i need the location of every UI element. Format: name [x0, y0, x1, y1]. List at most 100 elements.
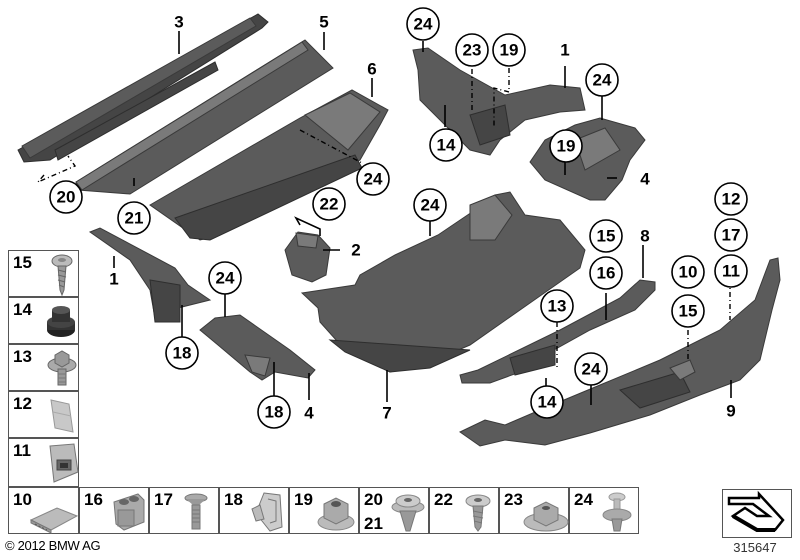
svg-text:17: 17	[722, 226, 741, 245]
svg-text:10: 10	[679, 263, 698, 282]
callout-10: 10	[671, 255, 705, 289]
callout-13: 13	[540, 289, 574, 323]
svg-text:22: 22	[320, 195, 339, 214]
callout-1b: 1	[560, 41, 569, 60]
callout-24e: 24	[585, 63, 619, 97]
part-4-left-duct	[199, 314, 316, 381]
legend-item-18[interactable]: 18	[219, 487, 289, 534]
callout-14a: 14	[429, 128, 463, 162]
callout-15a: 15	[589, 219, 623, 253]
svg-text:2: 2	[351, 241, 360, 260]
part-4-right-tray	[529, 117, 646, 201]
rubber-grommet-icon	[47, 306, 75, 337]
svg-text:4: 4	[640, 170, 650, 189]
legend-item-16[interactable]: 16	[79, 487, 149, 534]
clip-plate-icon	[50, 399, 74, 433]
svg-text:24: 24	[364, 170, 383, 189]
callout-24f: 24	[574, 352, 608, 386]
callout-19a: 19	[492, 33, 526, 67]
legend-item-14[interactable]: 14	[8, 297, 79, 344]
pan-head-screw-icon	[465, 494, 491, 532]
svg-text:15: 15	[679, 302, 698, 321]
svg-text:15: 15	[597, 227, 616, 246]
flange-nut-icon	[523, 501, 569, 532]
legend-item-11[interactable]: 11	[8, 438, 79, 487]
legend-item-15[interactable]: 15	[8, 250, 79, 297]
legend-item-10[interactable]: 10	[8, 487, 79, 534]
callout-24a: 24	[356, 162, 390, 196]
push-rivet-icon	[602, 492, 632, 532]
countersunk-screw-icon	[184, 493, 208, 530]
callout-2: 2	[351, 241, 360, 260]
expanding-rivet-icon	[391, 494, 425, 532]
callout-11: 11	[714, 254, 748, 288]
legend-item-17[interactable]: 17	[149, 487, 219, 534]
svg-text:3: 3	[174, 13, 183, 32]
svg-text:19: 19	[500, 41, 519, 60]
svg-text:8: 8	[640, 227, 649, 246]
callout-8: 8	[640, 227, 649, 246]
leader-lines	[37, 31, 732, 405]
svg-text:18: 18	[173, 344, 192, 363]
callout-1a: 1	[109, 270, 118, 289]
legend-item-20-21[interactable]: 20 21	[359, 487, 429, 534]
svg-text:7: 7	[382, 404, 391, 423]
direction-arrow-icon	[727, 490, 785, 532]
diagram-image-number: 315647	[733, 540, 777, 555]
svg-text:11: 11	[722, 262, 740, 281]
callout-19b: 19	[549, 129, 583, 163]
double-nut-clip-icon	[113, 493, 145, 531]
part-7-underbody-shield	[300, 191, 586, 373]
callout-17: 17	[714, 218, 748, 252]
svg-text:21: 21	[125, 209, 144, 228]
plate-clip-icon	[29, 507, 79, 534]
legend-item-24[interactable]: 24	[569, 487, 639, 534]
callout-6: 6	[367, 60, 376, 79]
callout-24b: 24	[208, 261, 242, 295]
vehicle-orientation-indicator	[722, 489, 792, 538]
part-6-tray	[149, 89, 389, 241]
legend-item-22[interactable]: 22	[429, 487, 499, 534]
legend-item-23[interactable]: 23	[499, 487, 569, 534]
callout-24d: 24	[406, 7, 440, 41]
callout-18b: 18	[257, 395, 291, 429]
svg-text:16: 16	[597, 264, 616, 283]
svg-text:24: 24	[414, 15, 433, 34]
callout-14b: 14	[530, 385, 564, 419]
svg-text:1: 1	[109, 270, 118, 289]
callout-3: 3	[174, 13, 183, 32]
callout-15b: 15	[671, 294, 705, 328]
svg-text:24: 24	[216, 269, 235, 288]
square-nut-clip-icon	[49, 443, 79, 483]
svg-text:4: 4	[304, 404, 314, 423]
svg-text:24: 24	[593, 71, 612, 90]
svg-text:24: 24	[421, 196, 440, 215]
svg-text:19: 19	[557, 137, 576, 156]
svg-text:9: 9	[726, 402, 735, 421]
svg-text:14: 14	[437, 136, 456, 155]
legend-item-12[interactable]: 12	[8, 391, 79, 438]
callout-4b: 4	[640, 170, 650, 189]
svg-text:23: 23	[463, 41, 482, 60]
legend-item-19[interactable]: 19	[289, 487, 359, 534]
svg-text:24: 24	[582, 360, 601, 379]
callout-20: 20	[49, 180, 83, 214]
part-1-right-bracket	[412, 47, 586, 156]
callout-4a: 4	[304, 404, 314, 423]
spring-clip-icon	[251, 492, 283, 532]
svg-text:13: 13	[548, 297, 567, 316]
callout-23: 23	[455, 33, 489, 67]
callout-7: 7	[382, 404, 391, 423]
self-tapping-screw-icon	[51, 254, 73, 296]
legend-item-13[interactable]: 13	[8, 344, 79, 391]
hex-collar-bolt-icon	[47, 350, 77, 386]
svg-text:14: 14	[538, 393, 557, 412]
callout-9: 9	[726, 402, 735, 421]
callout-24c: 24	[413, 188, 447, 222]
svg-text:20: 20	[57, 188, 76, 207]
svg-text:12: 12	[722, 190, 741, 209]
callout-12: 12	[714, 182, 748, 216]
svg-text:6: 6	[367, 60, 376, 79]
svg-text:18: 18	[265, 403, 284, 422]
